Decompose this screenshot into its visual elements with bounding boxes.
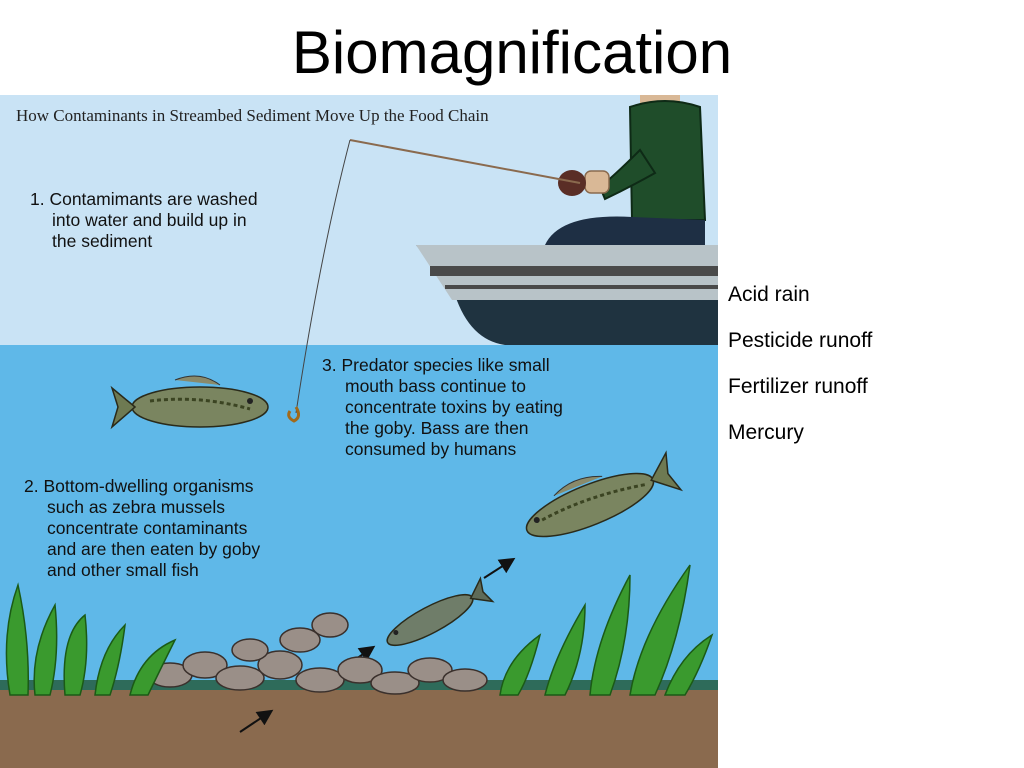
- food-chain-diagram: How Contaminants in Streambed Sediment M…: [0, 95, 718, 768]
- step-1-line: 1. Contamimants are washed: [30, 189, 258, 209]
- step-2-line: and other small fish: [47, 560, 199, 580]
- fishing-rod: [349, 139, 581, 184]
- list-item: Fertilizer runoff: [728, 375, 868, 398]
- fishing-line: [295, 139, 351, 414]
- fishing-hook: [287, 406, 301, 423]
- arrow-goby-to-bass: [483, 557, 516, 579]
- swimming-bass: [525, 450, 684, 538]
- list-item: Mercury: [728, 421, 804, 444]
- step-3-line: the goby. Bass are then: [345, 418, 529, 438]
- boat: [416, 245, 718, 345]
- step-2-line: such as zebra mussels: [47, 497, 225, 517]
- step-2-line: concentrate contaminants: [47, 518, 248, 538]
- list-item: Pesticide runoff: [728, 329, 873, 352]
- streambed-sediment: [0, 690, 718, 768]
- water-plants: [5, 564, 714, 696]
- step-2-text: 2. Bottom-dwelling organisms such as zeb…: [24, 476, 265, 580]
- step-1-line: the sediment: [52, 231, 152, 251]
- arrow-sediment-to-mussels: [239, 709, 274, 733]
- bass-on-hook: [110, 375, 269, 430]
- contaminant-sources-list: Acid rain Pesticide runoff Fertilizer ru…: [728, 282, 872, 466]
- step-1-text: 1. Contamimants are washed into water an…: [30, 189, 263, 251]
- goby: [386, 576, 495, 647]
- slide-title: Biomagnification: [291, 19, 733, 86]
- step-3-text: 3. Predator species like small mouth bas…: [322, 355, 568, 459]
- step-3-line: concentrate toxins by eating: [345, 397, 563, 417]
- step-3-line: mouth bass continue to: [345, 376, 526, 396]
- step-2-line: 2. Bottom-dwelling organisms: [24, 476, 254, 496]
- diagram-caption: How Contaminants in Streambed Sediment M…: [16, 106, 489, 125]
- zebra-mussels: [147, 612, 488, 695]
- list-item: Acid rain: [728, 283, 810, 306]
- step-3-line: 3. Predator species like small: [322, 355, 550, 375]
- fisherman: [545, 95, 707, 245]
- step-3-line: consumed by humans: [345, 439, 516, 459]
- sediment-line: [0, 680, 718, 690]
- step-2-line: and are then eaten by goby: [47, 539, 260, 559]
- step-1-line: into water and build up in: [52, 210, 247, 230]
